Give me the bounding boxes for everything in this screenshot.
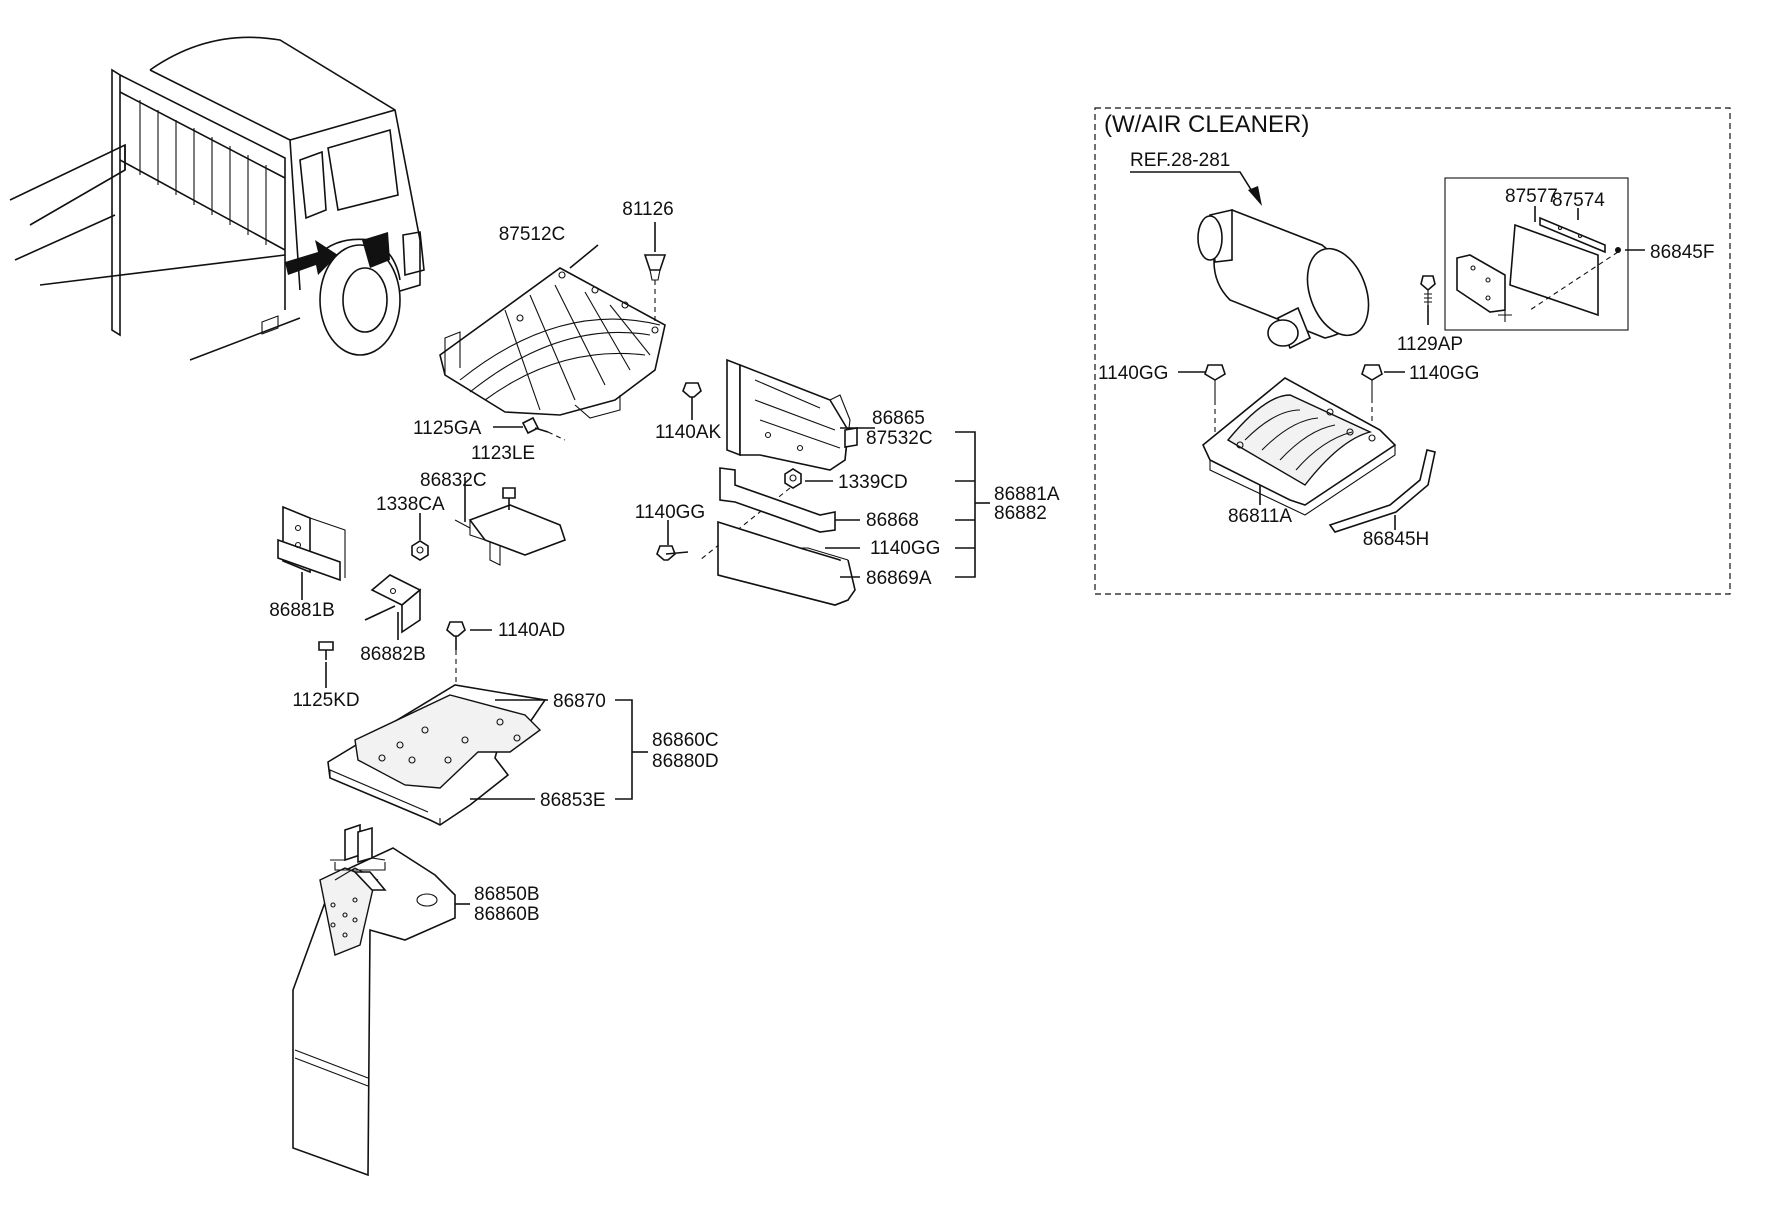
label-86845H: 86845H — [1363, 529, 1430, 550]
bolt-1140GG-left — [656, 545, 689, 561]
label-86850B: 86850B — [474, 884, 540, 905]
label-86811A: 86811A — [1228, 506, 1292, 527]
detail-frame — [1444, 177, 1629, 331]
inset-title: (W/AIR CLEANER) — [1104, 111, 1309, 138]
nut-1338CA — [411, 540, 429, 561]
ref-label: REF.28-281 — [1130, 150, 1230, 171]
upper-mudguard-87512C — [439, 267, 666, 419]
plate-87577 — [1509, 223, 1599, 317]
label-86832C: 86832C — [420, 470, 487, 491]
label-86880D: 86880D — [652, 751, 719, 772]
label-1339CD: 1339CD — [838, 472, 908, 493]
bracket-86865 — [726, 358, 858, 471]
label-86882: 86882 — [994, 503, 1047, 524]
bolt-1140GG-inset-left — [1204, 364, 1226, 440]
label-1125GA: 1125GA — [413, 418, 482, 439]
bracket-86881B — [277, 505, 346, 582]
label-1125KD: 1125KD — [292, 690, 359, 711]
truck-illustration — [9, 36, 425, 361]
clip-81126 — [643, 254, 667, 325]
label-86853E: 86853E — [540, 790, 606, 811]
label-86860C: 86860C — [652, 730, 719, 751]
label-86881A: 86881A — [994, 484, 1060, 505]
bolt-1140AK — [682, 382, 702, 410]
label-1140GG-inset-left: 1140GG — [1098, 363, 1168, 384]
label-1140GG-left: 1140GG — [635, 502, 705, 523]
label-86870: 86870 — [553, 691, 606, 712]
label-86882B: 86882B — [360, 644, 426, 665]
ref-arrow-icon — [1248, 186, 1262, 206]
cradle-86811A — [1202, 377, 1397, 516]
label-81126: 81126 — [622, 199, 673, 220]
label-1338CA: 1338CA — [376, 494, 445, 515]
label-86860B: 86860B — [474, 904, 540, 925]
label-87574: 87574 — [1552, 190, 1605, 211]
strip-87574 — [1539, 216, 1606, 254]
label-1129AP: 1129AP — [1397, 334, 1463, 355]
mud-flap-86850B — [292, 823, 456, 1177]
label-1140AD: 1140AD — [498, 620, 565, 641]
bracket-86832C — [454, 504, 567, 566]
label-87532C: 87532C — [866, 428, 933, 449]
label-86845F: 86845F — [1650, 242, 1714, 263]
strip-86845H — [1328, 449, 1436, 533]
air-cleaner — [1197, 208, 1370, 350]
bolt-1125KD — [318, 641, 334, 660]
label-1140AK: 1140AK — [655, 422, 722, 443]
screw-1129AP — [1420, 275, 1436, 325]
bolt-1140AD — [446, 621, 466, 685]
plate-86870 — [354, 694, 542, 789]
strap-86868 — [719, 467, 836, 533]
label-87577: 87577 — [1505, 186, 1558, 207]
bracket-86882B — [370, 574, 422, 634]
label-86868: 86868 — [866, 510, 919, 531]
bolt-1140GG-inset-right — [1361, 364, 1383, 425]
label-1123LE: 1123LE — [471, 443, 535, 464]
label-86881B: 86881B — [269, 600, 335, 621]
label-1140GG-mid: 1140GG — [870, 538, 940, 559]
label-87512C: 87512C — [499, 224, 566, 245]
bracket-86845F — [1456, 254, 1506, 313]
nut-icon — [1615, 247, 1621, 253]
label-86865: 86865 — [872, 408, 925, 429]
label-86869A: 86869A — [866, 568, 932, 589]
label-1140GG-inset-right: 1140GG — [1409, 363, 1479, 384]
bolt-1125GA — [521, 416, 566, 441]
bolt-1123LE — [502, 487, 516, 510]
cover-86869A — [717, 520, 856, 606]
